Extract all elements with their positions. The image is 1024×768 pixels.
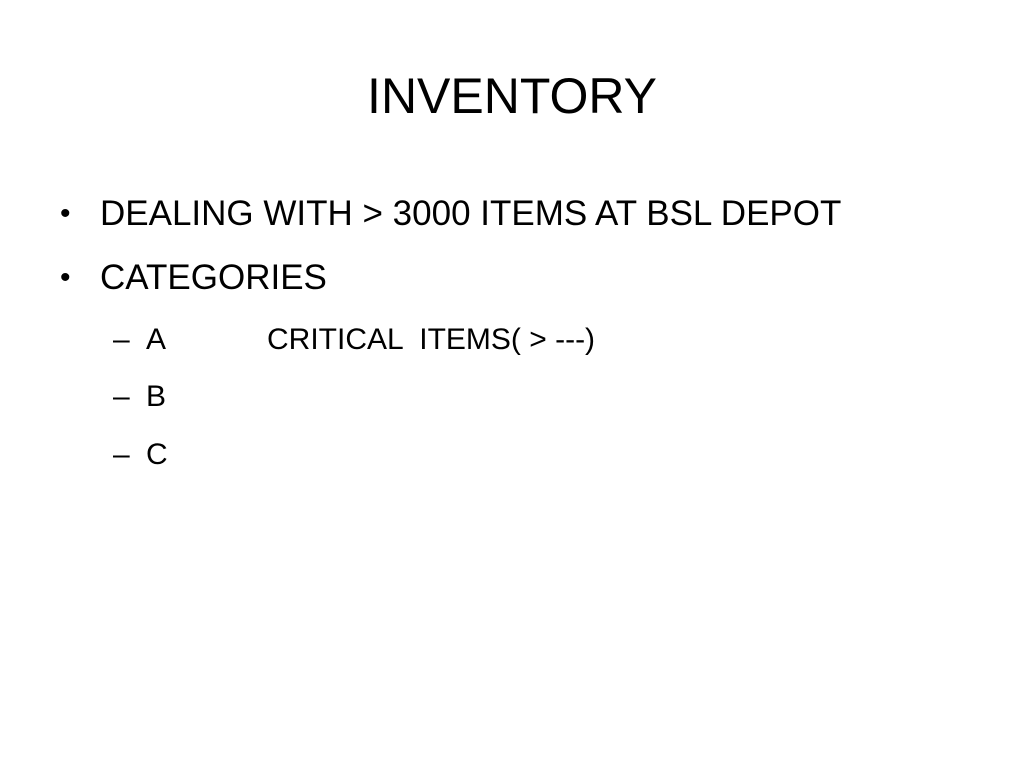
bullet-dot: • [60, 197, 71, 230]
sub-item-label: C [146, 438, 168, 471]
bullet-text: DEALING WITH > 3000 ITEMS AT BSL DEPOT [100, 194, 842, 233]
bullet-dot: • [60, 261, 71, 294]
sub-item-dash: – [113, 323, 130, 356]
bullet-text: CATEGORIES [100, 258, 327, 297]
sub-item-dash: – [113, 438, 130, 471]
slide-title: INVENTORY [367, 68, 657, 124]
sub-item-description: CRITICAL ITEMS( > ---) [267, 323, 596, 356]
sub-item-label: B [146, 380, 167, 413]
sub-item-label: A [146, 323, 167, 356]
sub-item-dash: – [113, 380, 130, 413]
